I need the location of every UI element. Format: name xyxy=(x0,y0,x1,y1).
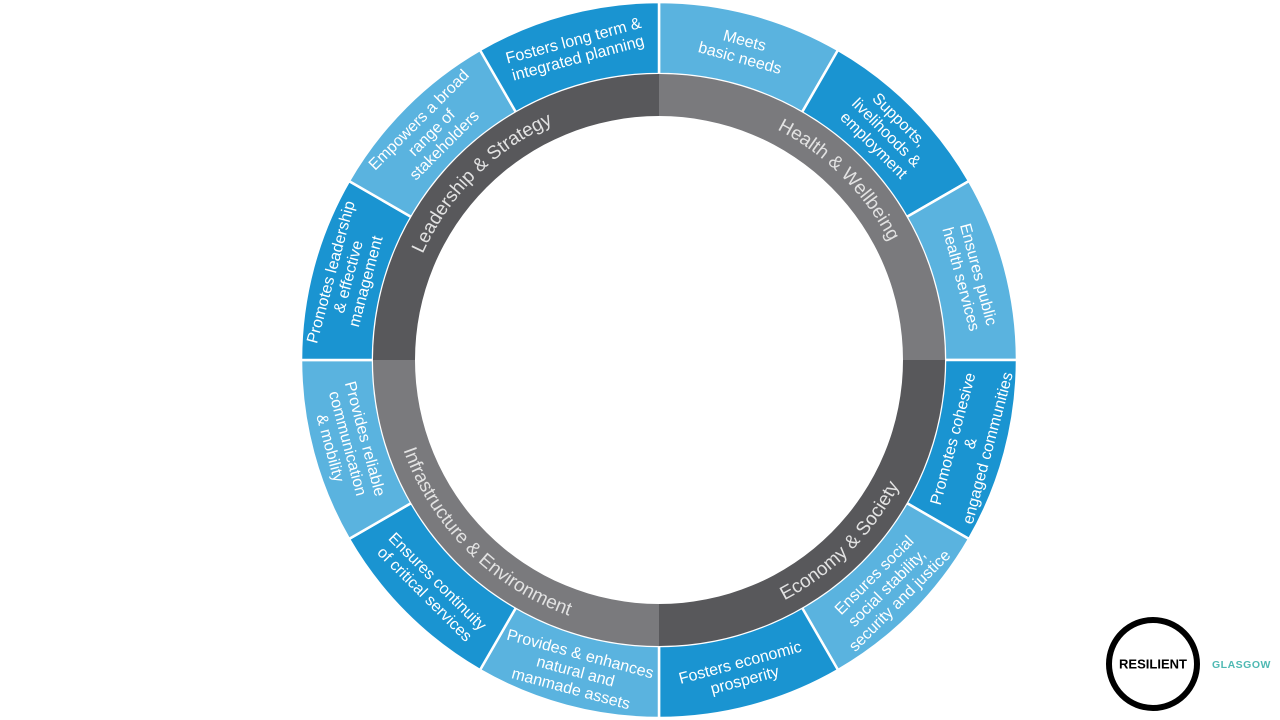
goal-label-line: & xyxy=(961,436,980,451)
logo-ring xyxy=(1106,617,1200,711)
logo-wordmark: RESILIENT xyxy=(1119,657,1187,672)
dimension-segment xyxy=(373,360,659,646)
resilient-glasgow-logo: RESILIENT GLASGOW xyxy=(1106,617,1271,711)
dimension-segment xyxy=(659,74,945,360)
dimension-segment xyxy=(373,74,659,360)
dimension-segment xyxy=(659,360,945,646)
goal-ring xyxy=(299,0,1019,720)
dimension-ring xyxy=(373,74,945,646)
logo-city-name: GLASGOW xyxy=(1212,659,1271,671)
